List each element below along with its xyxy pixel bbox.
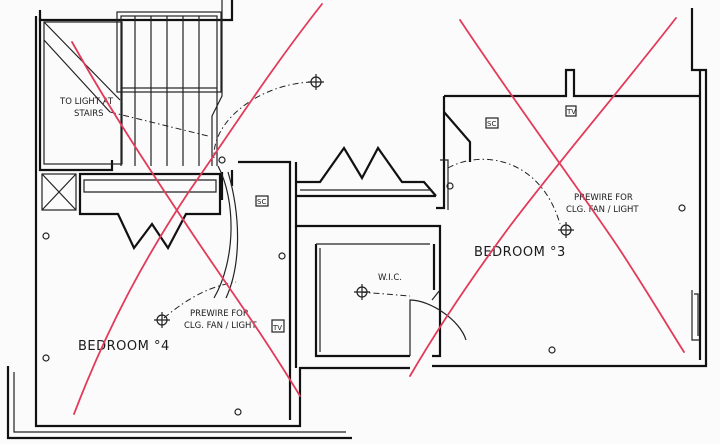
outlet-icon [42, 354, 50, 362]
bedroom3-label: BEDROOM °3 [474, 245, 566, 260]
prewire3-line1: PREWIRE FOR [574, 193, 633, 203]
to-light-label: TO LIGHT AT [59, 97, 114, 107]
outlet-icon [548, 346, 556, 354]
switch-icon [218, 156, 226, 164]
exterior-walls [6, 0, 708, 440]
wic-label: W.I.C. [378, 273, 402, 283]
stairs-label: STAIRS [74, 109, 104, 119]
switch-icon [446, 182, 454, 190]
outlet-icon [678, 204, 686, 212]
prewire4-line2: CLG. FAN / LIGHT [184, 321, 257, 331]
fixtures [42, 74, 686, 416]
bedroom4-label: BEDROOM °4 [78, 339, 170, 354]
sc-label: SC [487, 120, 496, 128]
redline-stroke [73, 3, 323, 415]
door-swings [213, 165, 467, 356]
bifold-doors [296, 145, 437, 197]
plan-labels: TO LIGHT AT STAIRS BEDROOM °4 BEDROOM °3… [59, 97, 639, 354]
tv-label: TV [566, 108, 576, 116]
redline-stroke [409, 17, 677, 377]
sc-label: SC [257, 198, 266, 206]
outlet-icon [278, 252, 286, 260]
bedroom3-walls [436, 68, 700, 341]
redline-stroke [459, 19, 685, 353]
prewire3-line2: CLG. FAN / LIGHT [566, 205, 639, 215]
interior-walls [220, 160, 442, 420]
switch-legs [109, 81, 561, 319]
tv-label: TV [272, 324, 282, 332]
prewire4-line1: PREWIRE FOR [190, 309, 249, 319]
stairs [43, 0, 223, 166]
redline-markup [71, 3, 685, 415]
outlet-icon [42, 232, 50, 240]
outlet-icon [234, 408, 242, 416]
redline-stroke [71, 41, 301, 397]
